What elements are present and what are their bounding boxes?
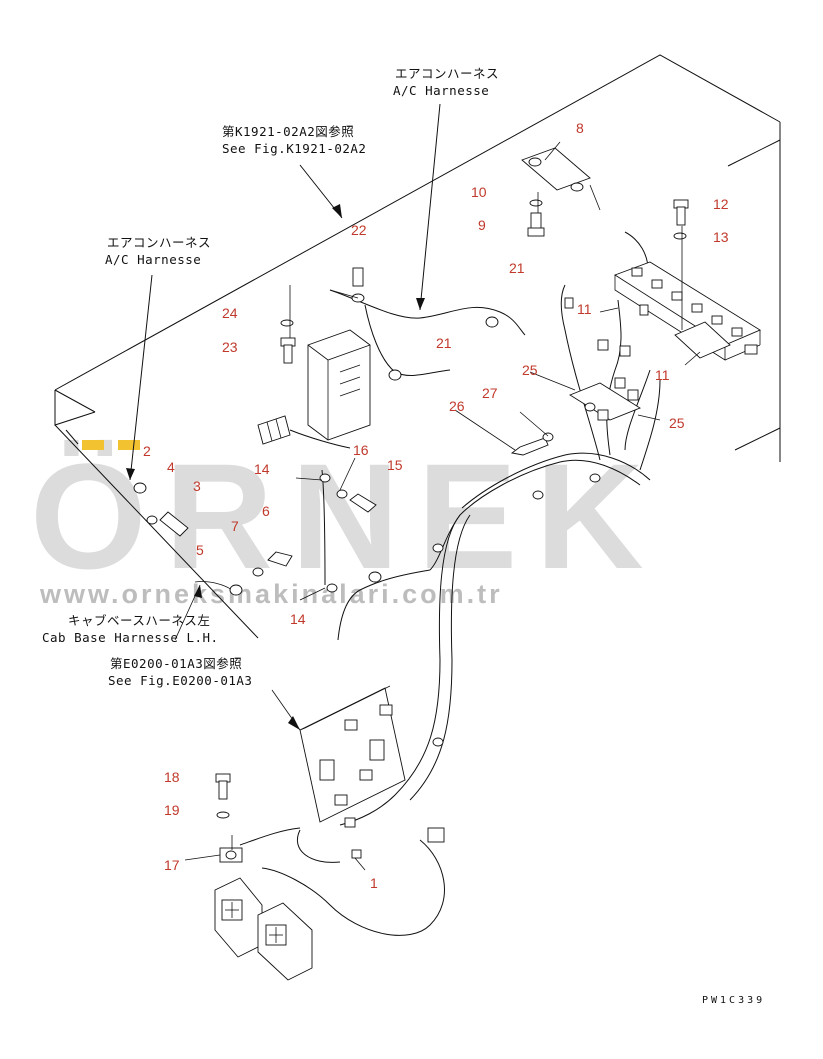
foot-switch-left	[214, 877, 263, 958]
callout-25a: 25	[522, 362, 538, 378]
callout-6: 6	[262, 503, 270, 519]
clip-17	[219, 847, 243, 863]
callout-2: 2	[143, 443, 151, 459]
foot-switch-right	[257, 902, 313, 981]
label-ac-harness-left-jp: エアコンハーネス	[107, 235, 211, 250]
callout-10: 10	[471, 184, 487, 200]
connector-block	[257, 415, 351, 449]
watermark-accent-left	[82, 440, 104, 450]
callout-12: 12	[713, 196, 729, 212]
drawing-code: PW1C339	[702, 995, 765, 1006]
text-labels: エアコンハーネス A/C Harnesse 第K1921-02A2図参照 See…	[42, 66, 765, 1006]
callout-27: 27	[482, 385, 498, 401]
harness-clips	[133, 267, 649, 859]
callout-9: 9	[478, 217, 486, 233]
label-ac-harness-left-en: A/C Harnesse	[105, 252, 201, 267]
callout-5: 5	[196, 542, 204, 558]
arrowheads	[126, 204, 425, 730]
bracket-8	[521, 147, 601, 211]
callout-14a: 14	[254, 461, 270, 477]
callout-7: 7	[231, 518, 239, 534]
label-see-k1921-jp: 第K1921-02A2図参照	[222, 124, 354, 139]
label-cab-base-jp: キャブベースハーネス左	[68, 613, 210, 628]
callout-21b: 21	[436, 335, 452, 351]
callout-4: 4	[167, 459, 175, 475]
callout-3: 3	[193, 478, 201, 494]
callout-17: 17	[164, 857, 180, 873]
label-see-e0200-en: See Fig.E0200-01A3	[108, 673, 252, 688]
callout-11a: 11	[577, 301, 592, 317]
callout-13: 13	[713, 229, 729, 245]
label-cab-base-en: Cab Base Harnesse L.H.	[42, 630, 219, 645]
watermark: ÖRNEK www.orneksmakinalari.com.tr	[30, 432, 662, 609]
callout-22: 22	[351, 222, 367, 238]
cab-floor-outline	[54, 54, 781, 639]
callout-1: 1	[370, 875, 378, 891]
relay-bank	[613, 261, 761, 361]
callout-16: 16	[353, 442, 369, 458]
bracket-25	[569, 382, 641, 421]
callout-25b: 25	[669, 415, 685, 431]
callout-8: 8	[576, 120, 584, 136]
harness-wires	[194, 231, 661, 936]
callout-26: 26	[449, 398, 465, 414]
callout-24: 24	[222, 305, 238, 321]
callout-18: 18	[164, 769, 180, 785]
callouts: 1 2 3 4 5 6 7 8 9 10 11 11 12 13 14 14 1…	[143, 120, 729, 891]
bracket-11	[674, 321, 758, 359]
callout-23: 23	[222, 339, 238, 355]
watermark-accent-right	[118, 440, 140, 450]
callout-21a: 21	[509, 260, 525, 276]
callout-15: 15	[387, 457, 403, 473]
watermark-url: www.orneksmakinalari.com.tr	[39, 579, 503, 609]
label-see-e0200-jp: 第E0200-01A3図参照	[110, 656, 242, 671]
controller-box	[307, 329, 371, 441]
leader-lines	[129, 103, 701, 871]
watermark-brand: ÖRNEK	[30, 432, 662, 600]
label-see-k1921-en: See Fig.K1921-02A2	[222, 141, 366, 156]
callout-19: 19	[164, 802, 180, 818]
label-ac-harness-top-jp: エアコンハーネス	[395, 66, 499, 81]
callout-11b: 11	[655, 367, 670, 383]
relay-panel	[299, 685, 406, 823]
label-ac-harness-top-en: A/C Harnesse	[393, 83, 489, 98]
callout-14b: 14	[290, 611, 306, 627]
